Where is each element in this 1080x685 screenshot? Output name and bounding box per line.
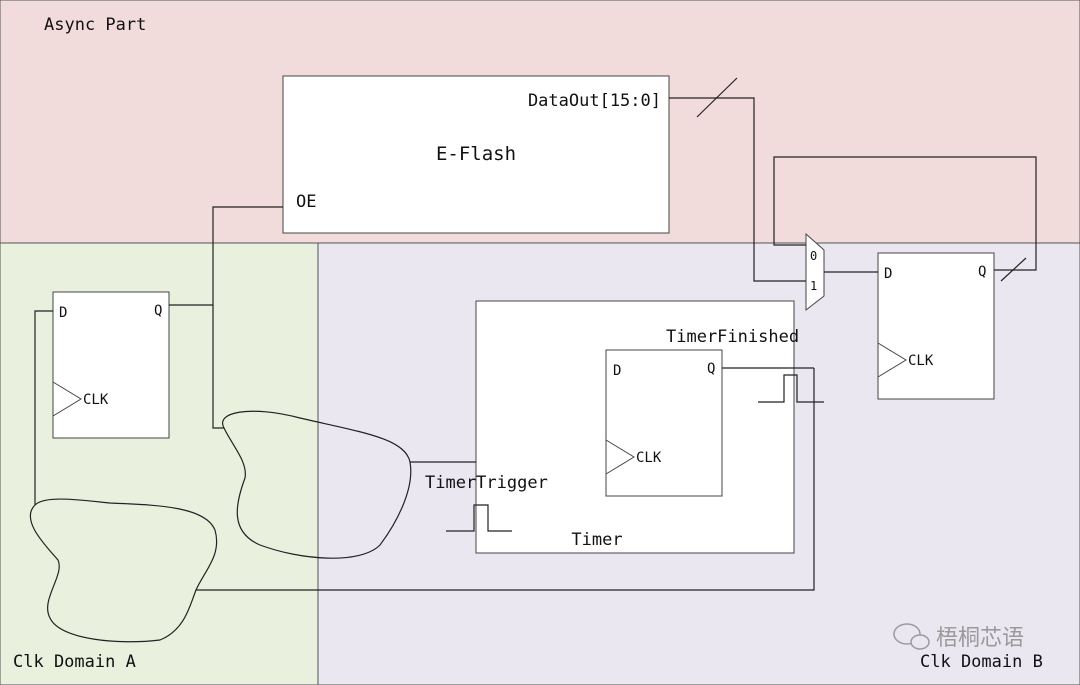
watermark: 梧桐芯语	[893, 623, 1024, 651]
flipflop-a	[52, 291, 170, 439]
flipflop-b	[877, 252, 995, 400]
feedback-bus-slash	[1000, 257, 1027, 282]
crossing-cloud-finished	[29, 498, 218, 643]
flipflop-a-d: D	[59, 305, 67, 321]
finished-pulse-waveform	[758, 374, 824, 403]
mux-input-1: 1	[810, 279, 817, 293]
crossing-cloud-trigger	[222, 410, 412, 559]
flipflop-b-clk: CLK	[908, 353, 934, 369]
mux	[805, 232, 825, 312]
timer-flipflop-clk-triangle	[605, 439, 635, 475]
flipflop-a-clk-triangle	[52, 381, 82, 417]
watermark-text: 梧桐芯语	[936, 626, 1024, 651]
timer-finished-label: TimerFinished	[666, 327, 799, 347]
trigger-pulse-waveform	[446, 504, 512, 532]
timer-label: Timer	[571, 530, 622, 550]
wechat-icon	[893, 623, 921, 645]
eflash-dataout-port: DataOut[15:0]	[528, 91, 661, 111]
timer-flipflop-q: Q	[707, 361, 715, 377]
ffa-d-input-wire	[34, 310, 53, 505]
mux-input-0: 0	[810, 249, 817, 263]
flipflop-b-d: D	[884, 266, 892, 282]
wires	[29, 77, 1037, 643]
flipflop-a-clk: CLK	[83, 392, 109, 408]
eflash-oe-port: OE	[296, 192, 316, 212]
clk-domain-b-label: Clk Domain B	[920, 652, 1043, 672]
flipflop-a-q: Q	[154, 303, 162, 319]
timer-flipflop	[605, 349, 723, 497]
feedback-wire	[773, 156, 1037, 271]
wechat-icon-small	[910, 634, 930, 650]
timer-trigger-label: TimerTrigger	[425, 473, 548, 493]
dataout-bus-slash	[696, 77, 738, 118]
timer-flipflop-clk: CLK	[636, 450, 662, 466]
timer-flipflop-d: D	[613, 363, 621, 379]
async-region-label: Async Part	[44, 15, 146, 35]
dataout-bus-wire	[669, 97, 806, 282]
flipflop-b-clk-triangle	[877, 342, 907, 378]
ffa-q-to-trigger-wire	[212, 305, 224, 429]
eflash-title: E-Flash	[436, 143, 516, 165]
finished-feedback-wire	[196, 368, 815, 591]
flipflop-b-q: Q	[978, 264, 986, 280]
ffa-q-to-oe-wire	[169, 206, 283, 306]
eflash-block	[282, 75, 670, 234]
clk-domain-a-label: Clk Domain A	[13, 652, 136, 672]
